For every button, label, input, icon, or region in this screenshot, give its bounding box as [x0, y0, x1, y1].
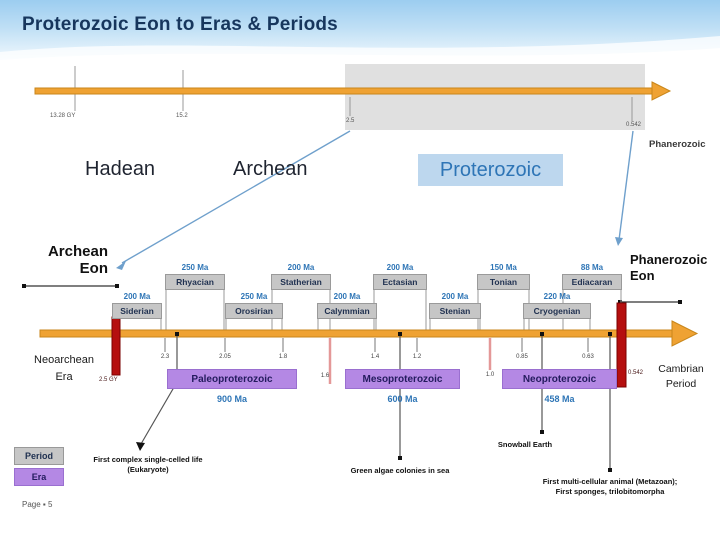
period-ma-siderian: 200 Ma: [123, 292, 151, 301]
phanerozoic-eon-dot-left: [618, 300, 622, 304]
period-ma-orosirian: 250 Ma: [240, 292, 268, 301]
detail-arrow: [39, 329, 675, 338]
connector-left-arrowhead: [116, 261, 126, 270]
period-box-calymmian: Calymmian: [317, 303, 377, 319]
eon-label-proterozoic: Proterozoic: [418, 154, 563, 186]
era-box-paleoproterozoic: Paleoproterozoic: [167, 369, 297, 389]
phanerozoic-eon-line1: Phanerozoic: [630, 252, 708, 267]
overview-box-left-label: 2.5: [346, 118, 355, 124]
neoarchean-line2: Era: [55, 371, 73, 383]
tick-label-850: 0.85: [516, 354, 528, 360]
tick-label-1800: 1.8: [278, 354, 288, 360]
overview-highlight-box: [345, 64, 645, 130]
tick-label-2050: 2.05: [219, 354, 231, 360]
period-ma-ectasian: 200 Ma: [386, 263, 414, 272]
eon-label-hadean: Hadean: [85, 158, 156, 180]
period-ma-rhyacian: 250 Ma: [181, 263, 209, 272]
archean-eon-line2: Eon: [79, 260, 108, 277]
proterozoic-end-bar: [616, 302, 627, 388]
phanerozoic-eon-label: Phanerozoic Eon: [630, 252, 720, 284]
cambrian-period-label: Cambrian Period: [646, 362, 716, 392]
event-eukaryote: First complex single-celled life (Eukary…: [68, 455, 228, 475]
detail-arrowhead: [671, 320, 699, 347]
connector-left: [121, 130, 351, 264]
event-eukaryote-line1: First complex single-celled life: [93, 455, 203, 464]
overview-box-right-label: 0.542: [626, 122, 642, 128]
tick-label-1200: 1.2: [412, 354, 422, 360]
era-box-mesoproterozoic: Mesoproterozoic: [345, 369, 460, 389]
slide-title: Proterozoic Eon to Eras & Periods: [22, 14, 338, 35]
overview-arrowhead: [651, 81, 672, 101]
period-ma-cryogenian: 220 Ma: [543, 292, 571, 301]
era-ma-mesoproterozoic: 600 Ma: [387, 394, 418, 404]
event-1-arrowhead: [136, 442, 145, 451]
connector-right: [618, 130, 634, 241]
event-dots: [175, 332, 612, 472]
archean-eon-line1: Archean: [47, 243, 108, 260]
era-box-neoproterozoic: Neoproterozoic: [502, 369, 617, 389]
tick-label-2300: 2.3: [160, 354, 170, 360]
proterozoic-start-bar: [111, 316, 121, 376]
era-ma-paleoproterozoic: 900 Ma: [216, 394, 248, 404]
overview-tick-label-1: 13.28 GY: [50, 113, 76, 119]
overview-tick-label-2: 15.2: [176, 113, 188, 119]
event-green-algae: Green algae colonies in sea: [350, 466, 450, 475]
overview-arrow: [34, 87, 656, 95]
neoarchean-line1: Neoarchean: [34, 354, 94, 366]
archean-eon-label: Archean Eon: [28, 243, 108, 277]
period-ma-stenian: 200 Ma: [441, 292, 469, 301]
cambrian-line1: Cambrian: [658, 363, 704, 375]
cambrian-line2: Period: [665, 378, 697, 390]
period-ma-tonian: 150 Ma: [490, 263, 517, 272]
phanerozoic-eon-line2: Eon: [630, 268, 655, 283]
eon-label-archean: Archean: [233, 158, 308, 180]
phanerozoic-eon-dot-right: [678, 300, 682, 304]
era-tick-label-1600: 1.6: [320, 373, 330, 379]
period-box-cryogenian: Cryogenian: [523, 303, 591, 319]
period-box-siderian: Siderian: [112, 303, 162, 319]
event-metazoan-line1: First multi-cellular animal (Metazoan);: [542, 477, 678, 486]
legend-era-swatch: Era: [14, 468, 64, 486]
tick-label-630: 0.63: [582, 354, 594, 360]
era-ma-neoproterozoic: 458 Ma: [544, 394, 575, 404]
era-tick-label-1000: 1.0: [485, 372, 495, 378]
period-box-rhyacian: Rhyacian: [165, 274, 225, 290]
event-metazoan: First multi-cellular animal (Metazoan); …: [510, 477, 710, 497]
event-metazoan-line2: First sponges, trilobitomorpha: [555, 487, 665, 496]
event-snowball-earth: Snowball Earth: [497, 440, 553, 449]
period-box-orosirian: Orosirian: [225, 303, 283, 319]
end-boundary-label: 0.542: [628, 370, 644, 376]
start-boundary-label: 2.5 GY: [99, 377, 118, 383]
period-box-statherian: Statherian: [271, 274, 331, 290]
legend-period-swatch: Period: [14, 447, 64, 465]
archean-eon-dot-right: [115, 284, 119, 288]
phanerozoic-small-label: Phanerozoic: [649, 139, 706, 150]
event-eukaryote-line2: (Eukaryote): [127, 465, 169, 474]
neoarchean-era-label: Neoarchean Era: [26, 352, 102, 386]
period-box-stenian: Stenian: [429, 303, 481, 319]
period-box-ediacaran: Ediacaran: [562, 274, 622, 290]
page-number: Page ▪ 5: [22, 500, 53, 509]
boundary-ticks: [164, 338, 589, 352]
archean-eon-dot-left: [22, 284, 26, 288]
period-box-ectasian: Ectasian: [373, 274, 427, 290]
period-box-tonian: Tonian: [477, 274, 530, 290]
period-ma-ediacaran: 88 Ma: [580, 263, 604, 272]
period-ma-statherian: 200 Ma: [287, 263, 315, 272]
period-ma-calymmian: 200 Ma: [333, 292, 361, 301]
tick-label-1400: 1.4: [370, 354, 380, 360]
connector-right-arrowhead: [615, 237, 623, 246]
